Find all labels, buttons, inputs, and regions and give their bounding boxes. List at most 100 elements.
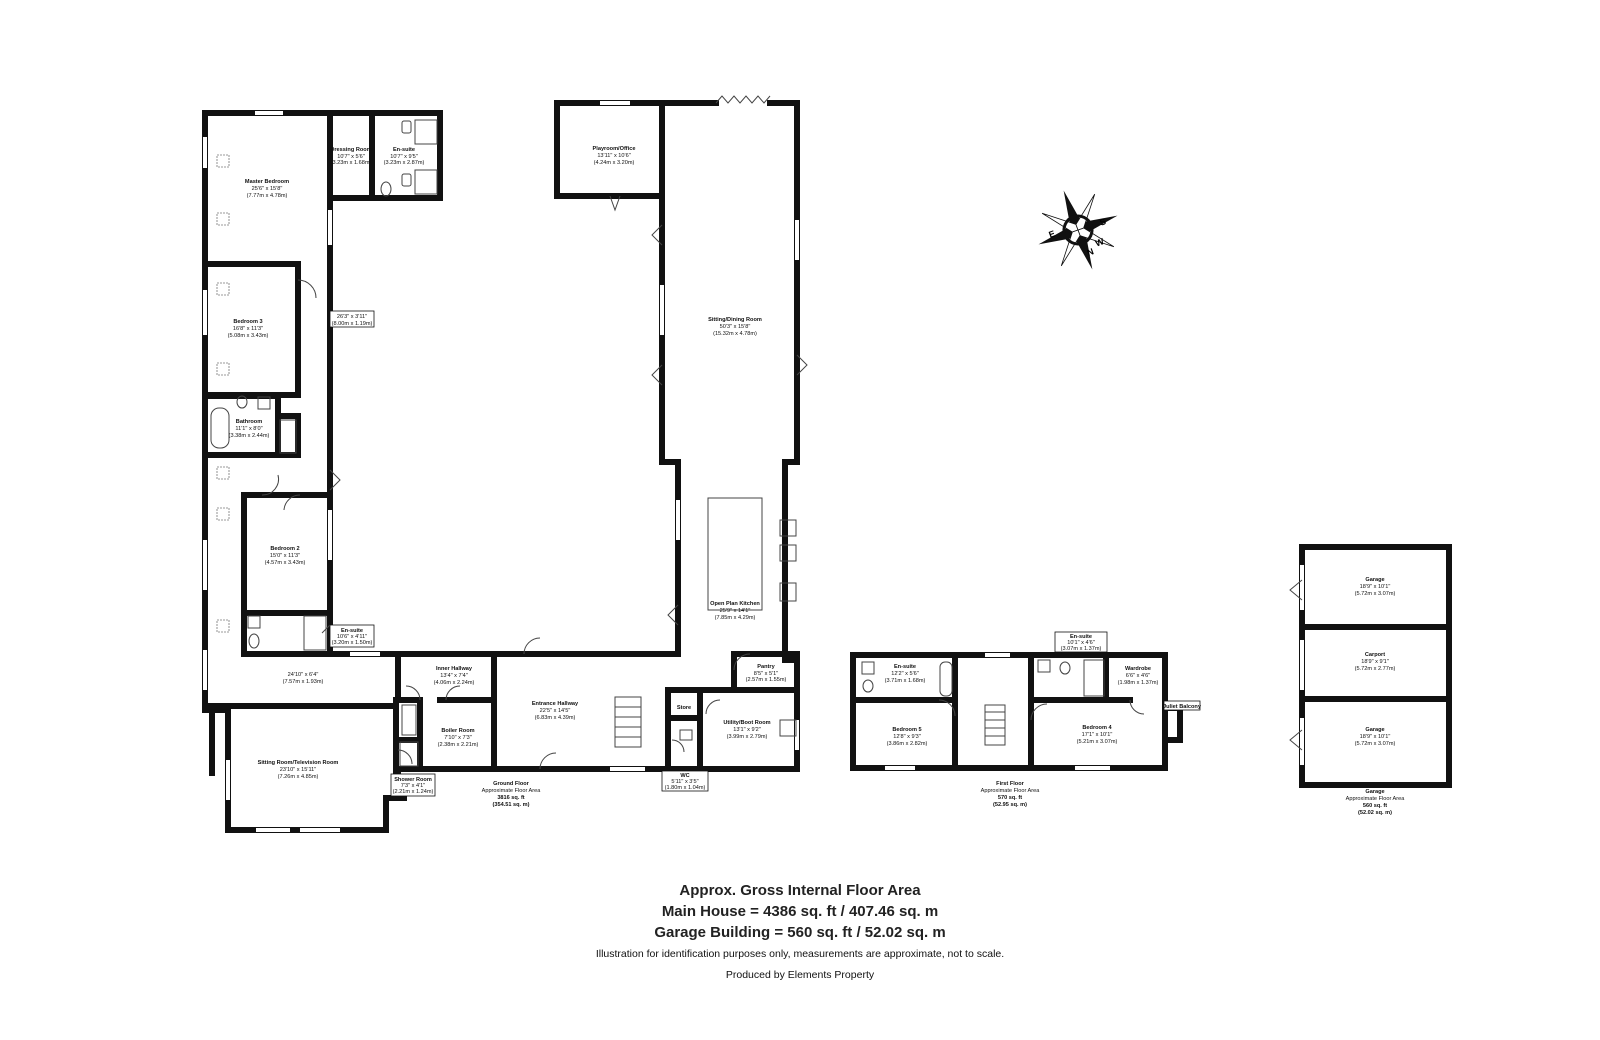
ground-floor-walls [202,100,800,833]
garage1-metric: (5.72m x 3.07m) [1355,591,1396,597]
shower-room-metric: (2.21m x 1.24m) [393,789,434,795]
wc-dims: 5'11" x 3'5" [671,779,698,785]
floor-area-summary: Approx. Gross Internal Floor Area Main H… [0,880,1600,983]
utility-name: Utility/Boot Room [723,720,770,726]
utility-dims: 13'1" x 9'2" [733,727,761,733]
garage1-name: Garage [1365,577,1384,583]
wc-metric: (1.80m x 1.04m) [665,785,706,791]
bedroom5-metric: (3.86m x 2.82m) [887,741,928,747]
bedroom2-ensuite-name: En-suite [341,628,363,634]
playroom-name: Playroom/Office [593,146,636,152]
wardrobe-metric: (1.98m x 1.37m) [1118,680,1159,686]
boiler-dims: 7'10" x 7'3" [444,735,472,741]
garage-floor-area-label: Approximate Floor Area [1346,796,1406,802]
garage-floor-sqm: (52.02 sq. m) [1358,810,1392,816]
corridor-metric: (8.00m x 1.19m) [332,321,373,327]
first-floor-label: First Floor [996,781,1024,787]
bathroom-metric: (3.38m x 2.44m) [229,433,270,439]
inner-hallway-metric: (4.06m x 2.24m) [434,680,475,686]
master-ensuite-name: En-suite [393,147,415,153]
bedroom5-ensuite-dims: 12'2" x 5'6" [891,671,919,677]
garage1-dims: 18'9" x 10'1" [1360,584,1391,590]
summary-main-house: Main House = 4386 sq. ft / 407.46 sq. m [661,903,939,920]
compass-w-label: W [1094,236,1106,248]
master-ensuite-metric: (3.23m x 2.87m) [384,160,425,166]
master-bedroom-name: Master Bedroom [245,179,289,185]
bedroom4-ensuite-dims: 10'1" x 4'6" [1067,640,1095,646]
dressing-room-name: Dressing Room [330,147,371,153]
wc-name: WC [680,773,689,779]
ground-floor-sqm: (354.51 sq. m) [493,802,530,808]
kitchen-metric: (7.85m x 4.29m) [715,615,756,621]
bedroom3-metric: (5.08m x 3.43m) [228,333,269,339]
juliet-balcony-label: Juliet Balcony [1163,704,1202,710]
bedroom4-dims: 17'1" x 10'1" [1082,732,1113,738]
first-floor-sqm: (52.95 sq. m) [993,802,1027,808]
bedroom4-ensuite-name: En-suite [1070,634,1092,640]
playroom-metric: (4.24m x 3.20m) [594,160,635,166]
ground-floor-sqft: 3816 sq. ft [497,795,524,801]
bedroom2-name: Bedroom 2 [270,546,299,552]
wardrobe-dims: 6'6" x 4'6" [1126,673,1150,679]
boiler-metric: (2.38m x 2.21m) [438,742,479,748]
bedroom4-name: Bedroom 4 [1082,725,1112,731]
bedroom2-dims: 15'0" x 11'3" [270,553,300,559]
sitting-tv-name: Sitting Room/Television Room [258,760,339,766]
first-floor-sqft: 570 sq. ft [998,795,1022,801]
bathroom-dims: 11'1" x 8'0" [235,426,262,432]
ground-floor-windows [203,101,799,832]
sitting-dining-dims: 50'3" x 15'8" [720,324,751,330]
ground-floor-area-label: Approximate Floor Area [482,788,542,794]
carport-dims: 18'9" x 9'1" [1361,659,1389,665]
compass-n-label: N [1086,246,1096,258]
pantry-dims: 8'5" x 5'1" [754,671,778,677]
summary-title: Approx. Gross Internal Floor Area [679,882,921,899]
hall-corridor-dims: 24'10" x 6'4" [288,672,319,678]
bathroom-name: Bathroom [236,419,262,425]
corridor-dims: 26'3" x 3'11" [337,314,367,320]
garage2-name: Garage [1365,727,1384,733]
compass-e-label: E [1047,228,1056,239]
garage-floor-label: Garage [1365,789,1384,795]
entrance-hallway-metric: (6.83m x 4.39m) [535,715,576,721]
carport-metric: (5.72m x 2.77m) [1355,666,1396,672]
entrance-hallway-name: Entrance Hallway [532,701,579,707]
credit-text: Produced by Elements Property [725,969,875,981]
bedroom3-name: Bedroom 3 [233,319,262,325]
utility-metric: (3.99m x 2.79m) [727,734,768,740]
inner-hallway-dims: 13'4" x 7'4" [440,673,468,679]
wardrobe-name: Wardrobe [1125,666,1151,672]
hall-corridor-metric: (7.57m x 1.93m) [283,679,324,685]
bedroom5-name: Bedroom 5 [892,727,921,733]
sitting-tv-dims: 23'10" x 15'11" [280,767,317,773]
summary-garage-building: Garage Building = 560 sq. ft / 52.02 sq.… [654,924,946,941]
garage-floor-sqft: 560 sq. ft [1363,803,1387,809]
garage2-metric: (5.72m x 3.07m) [1355,741,1396,747]
inner-hallway-name: Inner Hallway [436,666,473,672]
bedroom2-ensuite-dims: 10'6" x 4'11" [337,634,367,640]
shower-room-dims: 7'3" x 4'1" [401,783,425,789]
first-floor-area-label: Approximate Floor Area [981,788,1041,794]
entrance-hallway-dims: 22'5" x 14'5" [540,708,571,714]
ground-floor-fixtures [210,119,797,767]
garage2-dims: 18'9" x 10'1" [1360,734,1391,740]
sitting-dining-name: Sitting/Dining Room [708,317,762,323]
first-floor-walls [850,652,1183,771]
kitchen-dims: 25'9" x 14'1" [720,608,751,614]
bedroom5-dims: 12'8" x 9'3" [893,734,921,740]
playroom-dims: 13'11" x 10'6" [597,153,630,159]
bedroom4-metric: (5.21m x 3.07m) [1077,739,1118,745]
sitting-dining-metric: (15.32m x 4.78m) [713,331,757,337]
shower-room-name: Shower Room [394,777,432,783]
pantry-name: Pantry [757,664,775,670]
room-labels: Master Bedroom 25'6" x 15'8" (7.77m x 4.… [228,146,1406,816]
bedroom3-dims: 16'8" x 11'3" [233,326,263,332]
carport-name: Carport [1365,652,1385,658]
kitchen-name: Open Plan Kitchen [710,601,760,607]
master-bedroom-dims: 25'6" x 15'8" [252,186,283,192]
compass-rose: E S N W [1038,190,1118,270]
bedroom5-ensuite-name: En-suite [894,664,916,670]
bedroom2-ensuite-metric: (3.20m x 1.50m) [332,640,373,646]
dressing-room-metric: (3.23m x 1.68m) [331,160,372,166]
